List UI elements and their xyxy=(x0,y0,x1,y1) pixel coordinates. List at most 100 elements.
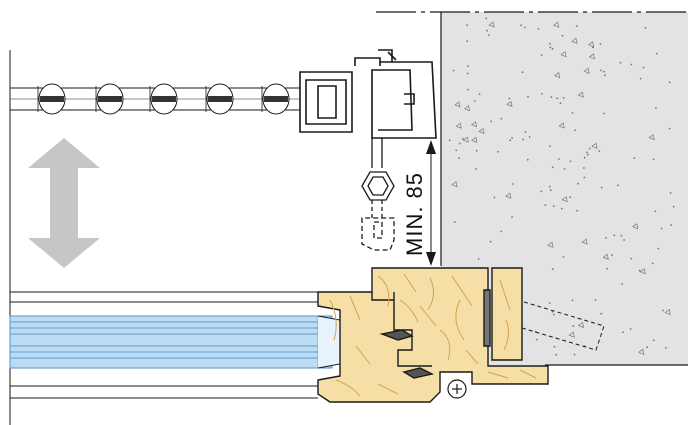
concrete-aggregate xyxy=(547,241,554,248)
concrete-dot xyxy=(511,216,513,218)
concrete-dot xyxy=(571,299,574,302)
concrete-aggregate xyxy=(471,136,478,143)
concrete-dot xyxy=(669,192,672,194)
concrete-dot xyxy=(655,107,657,109)
bracket-clip xyxy=(378,49,397,62)
concrete-dot xyxy=(672,205,675,208)
concrete-dot xyxy=(668,127,671,130)
concrete-dot xyxy=(466,72,469,75)
concrete-dot xyxy=(555,353,558,356)
concrete-dot xyxy=(600,69,602,72)
wood-grain-line xyxy=(419,305,437,327)
wood-grain-line xyxy=(499,279,511,311)
concrete-dot xyxy=(473,100,476,102)
slat-link xyxy=(98,96,122,102)
concrete-dot xyxy=(633,157,636,160)
concrete-aggregate xyxy=(451,181,458,188)
concrete-dot xyxy=(526,158,529,161)
concrete-dot xyxy=(654,210,657,213)
concrete-dot xyxy=(497,150,499,153)
concrete-dot xyxy=(571,112,574,114)
concrete-dot xyxy=(537,28,540,30)
concrete-dot xyxy=(549,46,552,49)
concrete-dot xyxy=(548,302,551,304)
wood-grain-line xyxy=(349,295,361,321)
concrete-dot xyxy=(621,283,623,285)
concrete-dot xyxy=(512,183,514,185)
concrete-aggregate xyxy=(664,308,671,316)
concrete-dot xyxy=(665,346,667,349)
concrete-dot xyxy=(490,120,493,123)
glazing-unit xyxy=(9,315,341,369)
concrete-dot xyxy=(575,25,578,28)
concrete-dot xyxy=(563,168,566,170)
concrete-dot xyxy=(509,139,512,142)
concrete-dot xyxy=(657,247,660,250)
concrete-dot xyxy=(500,117,503,120)
frame-rebate-line xyxy=(393,292,432,367)
concrete-dot xyxy=(560,207,563,210)
concrete-dot xyxy=(583,156,586,159)
concrete-dot xyxy=(511,137,513,139)
dimension-min-85: MIN. 85 xyxy=(402,140,436,266)
wood-grain-line xyxy=(427,277,434,311)
shutter-lock-mechanism xyxy=(361,138,395,251)
concrete-dot xyxy=(478,93,481,95)
concrete-dot xyxy=(549,145,551,148)
concrete-dot xyxy=(583,176,586,179)
wood-grain-line xyxy=(377,383,399,395)
movement-arrow-shape xyxy=(28,138,100,268)
concrete-dot xyxy=(617,184,619,187)
concrete-dot xyxy=(569,196,572,199)
concrete-dot xyxy=(603,70,605,73)
concrete-dot xyxy=(527,95,529,98)
concrete-dot xyxy=(485,17,488,20)
concrete-dot xyxy=(623,239,625,241)
wood-grain-line xyxy=(503,319,510,351)
concrete-aggregate xyxy=(602,253,609,260)
concrete-dot xyxy=(522,138,524,141)
sash-profile xyxy=(317,267,549,403)
concrete-aggregate xyxy=(505,192,512,199)
concrete-dot xyxy=(630,257,633,260)
wood-grain-line xyxy=(455,299,465,341)
dimension-arrow-top xyxy=(426,140,436,154)
concrete-dot xyxy=(467,65,470,67)
concrete-aggregate xyxy=(454,101,461,108)
concrete-aggregate xyxy=(587,41,595,48)
concrete-dot xyxy=(587,153,589,156)
concrete-dot xyxy=(604,74,606,77)
concrete-dot xyxy=(448,139,451,142)
slat-link xyxy=(208,96,232,102)
concrete-dot xyxy=(600,312,603,315)
concrete-dot xyxy=(660,227,663,230)
concrete-dot xyxy=(651,262,654,265)
concrete-aggregate xyxy=(470,121,478,128)
concrete-dot xyxy=(639,77,642,80)
concrete-aggregate xyxy=(591,142,598,149)
concrete-dot xyxy=(644,26,647,29)
concrete-dot xyxy=(668,81,671,84)
concrete-dot xyxy=(551,47,554,50)
concrete-aggregate xyxy=(462,136,469,143)
slat-link xyxy=(40,96,64,102)
concrete-aggregate xyxy=(577,91,584,98)
concrete-dot xyxy=(600,186,603,189)
concrete-aggregate xyxy=(583,67,590,74)
concrete-dot xyxy=(573,353,576,356)
concrete-aggregate xyxy=(553,21,560,28)
wooden-window-frame xyxy=(317,267,549,403)
concrete-dot xyxy=(622,331,624,334)
wood-grain-line xyxy=(403,273,417,293)
concrete-dot xyxy=(642,66,645,69)
concrete-dot xyxy=(630,63,633,66)
concrete-dot xyxy=(556,97,559,100)
concrete-dot xyxy=(576,209,578,212)
concrete-aggregate xyxy=(571,37,578,44)
concrete-dot xyxy=(500,230,503,233)
slat-link xyxy=(264,96,288,102)
concrete-dot xyxy=(452,69,455,72)
wood-grain-line xyxy=(451,275,473,307)
guide-rail-inner xyxy=(305,79,347,125)
concrete-dot xyxy=(605,237,607,239)
